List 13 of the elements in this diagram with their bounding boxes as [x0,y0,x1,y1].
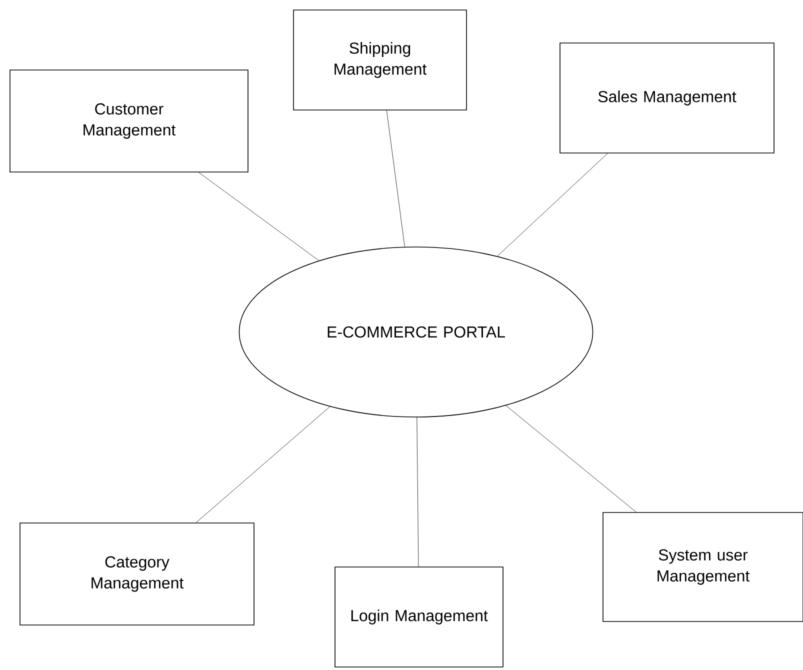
ellipse-node: E-COMMERCE PORTAL [238,246,594,418]
connector-line [386,110,405,247]
process-box: System user Management [602,512,803,622]
connector-line [196,406,330,523]
connector-line [416,417,419,567]
connector-line [497,153,608,256]
process-box: Category Management [20,522,254,626]
process-box: Customer Management [10,70,248,172]
connector-line [198,172,320,261]
process-box: Login Management [334,566,504,668]
process-box: Shipping Management [293,10,467,110]
connector-line [506,405,636,512]
process-box: Sales Management [560,42,774,154]
